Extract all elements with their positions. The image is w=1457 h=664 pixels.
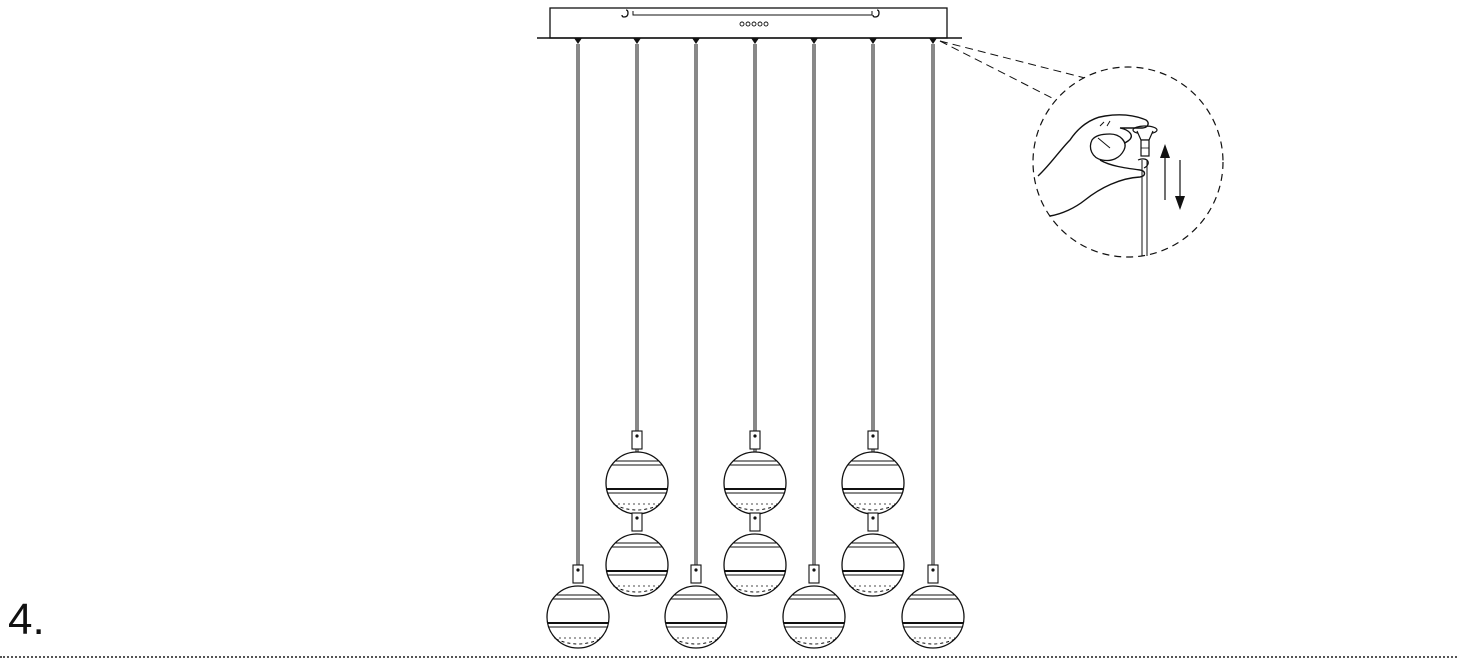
callout-leader-line [939, 40, 1086, 79]
up-arrow-icon [1160, 144, 1170, 200]
shade-connector [867, 512, 879, 532]
connector-screw [812, 568, 816, 572]
shade-connector [631, 512, 643, 532]
shade-connector [927, 564, 939, 584]
cable-gripper-icon [1132, 125, 1158, 157]
step-number: 4. [8, 595, 45, 644]
mounting-bracket [632, 11, 873, 16]
globe-shade [723, 512, 787, 597]
shade-connector [867, 430, 879, 450]
globe-shade [664, 564, 728, 649]
globe-outline [723, 533, 787, 597]
globe-shade [841, 430, 905, 515]
cable-anchor [574, 38, 582, 44]
globe-shade [782, 564, 846, 649]
arrow-head [1175, 196, 1185, 210]
connector-screw [931, 568, 935, 572]
globe-outline [841, 533, 905, 597]
globe-outline [901, 585, 965, 649]
knuckle-lines [1099, 120, 1111, 127]
mount-hook-icon [872, 9, 880, 18]
cable-anchor [869, 38, 877, 44]
cable-anchor [929, 38, 937, 44]
connector-screw [753, 516, 757, 520]
connector-screw [694, 568, 698, 572]
hand-thumb [1089, 133, 1126, 162]
dotted-divider [0, 656, 1457, 658]
globe-shade [841, 512, 905, 597]
shade-connector [690, 564, 702, 584]
cable-anchor [751, 38, 759, 44]
hand-lower-fingers [1049, 159, 1146, 217]
globe-outline [664, 585, 728, 649]
globe-outline [546, 585, 610, 649]
hand-index-finger [1037, 114, 1149, 177]
shade-connector [808, 564, 820, 584]
connector-screw [635, 516, 639, 520]
connector-screw [576, 568, 580, 572]
canopy-plate [549, 7, 948, 39]
arrow-head [1160, 144, 1170, 158]
canopy-indicator-dot [763, 21, 769, 27]
globe-shade [901, 564, 965, 649]
globe-outline [782, 585, 846, 649]
detail-circle [1032, 66, 1224, 258]
cable-adjust-detail [939, 40, 1224, 258]
thumbnail [1097, 137, 1111, 149]
shade-connector [749, 430, 761, 450]
ceiling-canopy [537, 7, 962, 39]
connector-screw [871, 434, 875, 438]
globe-shade [605, 512, 669, 597]
connector-screw [871, 516, 875, 520]
globe-shades [546, 430, 965, 649]
cable-anchor [810, 38, 818, 44]
globe-shade [605, 430, 669, 515]
globe-shade [546, 564, 610, 649]
canopy-indicator-dot [745, 21, 751, 27]
globe-shade [723, 430, 787, 515]
canopy-indicator-dot [757, 21, 763, 27]
canopy-indicator-dot [751, 21, 757, 27]
connector-screw [753, 434, 757, 438]
callout-leader-line [939, 40, 1057, 101]
fingertip [1137, 158, 1149, 169]
down-arrow-icon [1175, 160, 1185, 210]
shade-connector [749, 512, 761, 532]
shade-connector [572, 564, 584, 584]
connector-screw [635, 434, 639, 438]
mount-hook-icon [621, 9, 629, 18]
hand-icon [1037, 114, 1149, 217]
globe-outline [605, 533, 669, 597]
shade-connector [631, 430, 643, 450]
cable-anchor [633, 38, 641, 44]
canopy-indicator-dot [739, 21, 745, 27]
cable-anchor [692, 38, 700, 44]
